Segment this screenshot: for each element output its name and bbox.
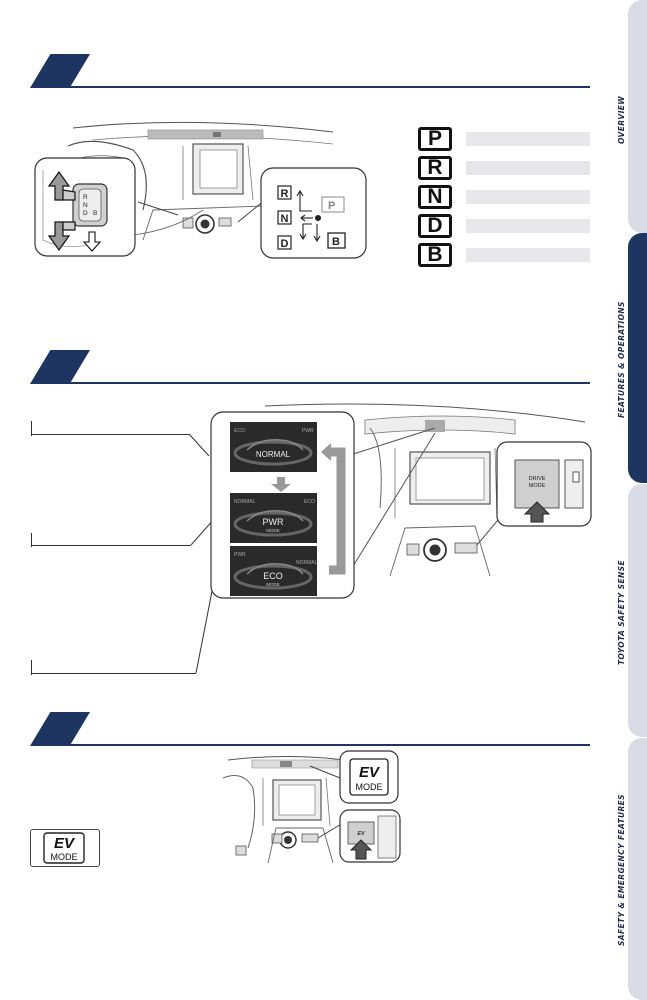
callout-pwr-line (31, 533, 32, 547)
callout-normal-line (31, 434, 189, 435)
gate-label-b: B (332, 236, 340, 248)
callout-eco-line (31, 673, 196, 674)
gear-badge-p: P (418, 126, 452, 151)
ev-press-arrow-icon (349, 839, 373, 860)
callout-pwr-line (31, 545, 191, 546)
gear-row-n: N (418, 182, 590, 211)
gate-label-n: N (281, 213, 289, 225)
gear-description-bar (466, 160, 590, 175)
gear-row-d: D (418, 211, 590, 240)
lever-glyph-n: N (83, 202, 88, 209)
mode-corner-right: ECO (304, 499, 315, 505)
section-header-ev-mode (30, 712, 590, 746)
mode-corner-right: NORMAL (296, 560, 318, 566)
ev-badge-mode-text: MODE (51, 852, 78, 862)
mode-down-arrow-icon (271, 477, 291, 492)
mode-screen-title: PWR (263, 517, 284, 527)
section-rule (68, 86, 590, 88)
section-rule (68, 382, 590, 384)
mode-screen-title: NORMAL (256, 450, 291, 459)
gate-label-r: R (281, 188, 289, 200)
section-header-shift (30, 54, 590, 88)
mode-corner-left: ECO (234, 428, 245, 434)
shift-up-arrow-icon (47, 170, 76, 201)
press-arrow-icon (523, 501, 551, 523)
tab-label-toyota-safety-sense: TOYOTA SAFETY SENSE (617, 560, 626, 665)
gate-label-d: D (281, 238, 289, 250)
section-rule (68, 744, 590, 746)
gear-description-bar (466, 218, 590, 233)
mode-screen-pwr: NORMAL ECO PWR MODE (230, 493, 317, 543)
gear-row-b: B (418, 240, 590, 269)
mode-screen-subtitle: MODE (266, 582, 280, 587)
ev-mode-button-icon: EV MODE (30, 829, 100, 867)
section-header-drive-mode (30, 350, 590, 384)
mode-corner-right: PWR (302, 428, 314, 434)
gear-description-bar (466, 131, 590, 146)
callout-eco-line (31, 660, 32, 675)
lever-glyph-d: D (83, 210, 88, 217)
drive-mode-button-line2: MODE (529, 483, 546, 489)
gear-badge-b: B (418, 242, 452, 267)
gate-path (296, 189, 322, 243)
ev-callout-ev-text: EV (359, 764, 381, 781)
gate-label-p: P (328, 200, 335, 212)
section-wedge (30, 54, 90, 88)
gear-badge-n: N (418, 184, 452, 209)
tab-safety-emergency[interactable] (628, 738, 647, 1000)
gear-row-p: P (418, 124, 590, 153)
section-wedge (30, 712, 90, 746)
lever-glyph-r: R (83, 194, 88, 201)
ev-mode-illustration: EV MODE EV (222, 750, 401, 864)
gear-badge-d: D (418, 213, 452, 238)
gear-description-bar (466, 189, 590, 204)
ev-badge-ev-text: EV (54, 835, 76, 852)
tab-label-features-operations: FEATURES & OPERATIONS (617, 301, 626, 418)
gear-row-r: R (418, 153, 590, 182)
lever-glyph-b: B (93, 210, 97, 217)
ev-callout-mode-text: MODE (356, 782, 383, 792)
mode-screen-title: ECO (263, 571, 283, 581)
ev-mode-button-glyph: EV (357, 831, 366, 837)
mode-screen-subtitle: MODE (266, 528, 280, 533)
tab-overview[interactable] (628, 0, 647, 233)
tab-label-safety-emergency: SAFETY & EMERGENCY FEATURES (617, 794, 626, 946)
shift-down-arrow-icon (47, 221, 76, 252)
tab-label-overview: OVERVIEW (617, 95, 626, 144)
section-wedge (30, 350, 90, 384)
drive-mode-illustration: ECO PWR NORMAL NORMAL ECO PWR MODE PWR N… (188, 403, 592, 674)
shift-gate: R N D P B (277, 185, 346, 250)
drive-mode-button[interactable]: DRIVE MODE (514, 459, 560, 509)
tab-toyota-safety-sense[interactable] (628, 484, 647, 737)
mode-corner-left: PWR (234, 552, 246, 558)
shift-lever-illustration: R N D B R N D P B (34, 121, 367, 259)
section-tabs (628, 0, 647, 1000)
callout-normal-line (31, 421, 32, 436)
gear-badge-r: R (418, 155, 452, 180)
push-down-arrow-icon (82, 231, 102, 252)
mode-corner-left: NORMAL (234, 499, 256, 505)
gear-position-list: P R N D B (418, 124, 590, 269)
gear-description-bar (466, 247, 590, 262)
tab-features-operations[interactable] (628, 233, 647, 483)
mode-screen-normal: ECO PWR NORMAL (230, 422, 317, 472)
mode-screen-eco: PWR NORMAL ECO MODE (230, 546, 318, 596)
drive-mode-button-line1: DRIVE (529, 476, 546, 482)
